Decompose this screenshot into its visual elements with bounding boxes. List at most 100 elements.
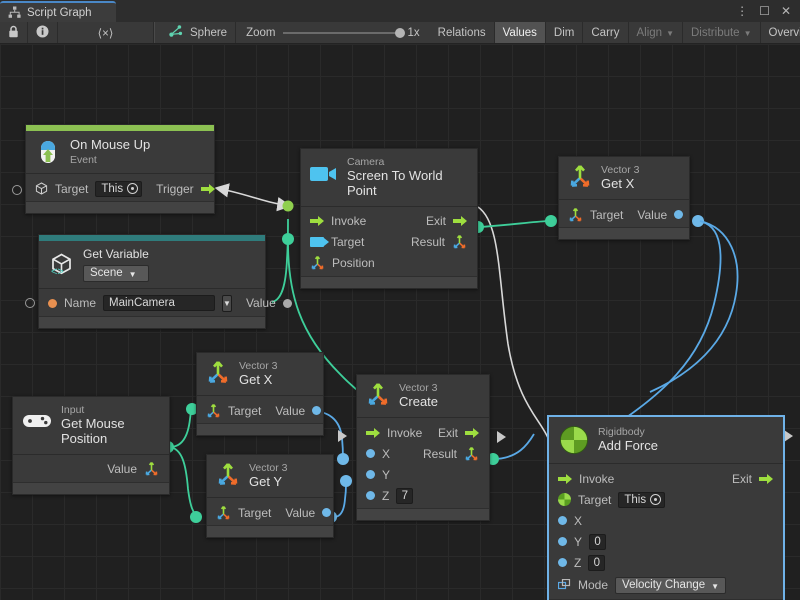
toolbar-label-overview: Overview bbox=[769, 27, 800, 39]
z-value-field[interactable]: 7 bbox=[396, 488, 413, 504]
edge-port-green-4 bbox=[545, 215, 557, 227]
toolbar-button-carry[interactable]: Carry bbox=[583, 22, 628, 43]
port-row-target[interactable]: Target Value bbox=[197, 400, 323, 421]
port-row-target[interactable]: Target Value bbox=[559, 204, 689, 225]
port-row-z[interactable]: Z 0 bbox=[549, 552, 783, 573]
vector3-port-icon bbox=[464, 447, 479, 461]
port-row-position[interactable]: Position bbox=[301, 253, 477, 274]
floating-port-target[interactable] bbox=[12, 185, 22, 195]
close-icon[interactable]: ✕ bbox=[781, 5, 791, 17]
zoom-control[interactable]: Zoom 1x bbox=[236, 22, 430, 43]
chevron-down-icon: ▼ bbox=[744, 29, 752, 38]
node-vector3-get-x-top[interactable]: Vector 3 Get X Target Value bbox=[558, 156, 690, 240]
maximize-icon[interactable]: ☐ bbox=[759, 5, 770, 17]
port-row-target[interactable]: Target Result bbox=[301, 232, 477, 253]
target-value-field[interactable]: This bbox=[618, 492, 665, 508]
graph-object-button[interactable]: Sphere bbox=[154, 22, 236, 43]
node-camera-screen-to-world-point[interactable]: Camera Screen To World Point Invoke Exit bbox=[300, 148, 478, 289]
y-value-field[interactable]: 0 bbox=[589, 534, 606, 550]
zoom-slider[interactable] bbox=[283, 32, 401, 34]
port-dot-x[interactable] bbox=[558, 516, 567, 525]
node-vector3-create[interactable]: Vector 3 Create Invoke Exit bbox=[356, 374, 490, 521]
mode-dropdown[interactable]: Velocity Change ▼ bbox=[615, 577, 726, 594]
port-dot-y[interactable] bbox=[558, 537, 567, 546]
port-dot-x[interactable] bbox=[366, 449, 375, 458]
port-dot-z[interactable] bbox=[558, 558, 567, 567]
toolbar-button-align[interactable]: Align ▼ bbox=[629, 22, 684, 43]
port-dot-value[interactable] bbox=[674, 210, 683, 219]
port-label-value: Value bbox=[107, 462, 137, 476]
port-row-mode[interactable]: Mode Velocity Change ▼ bbox=[549, 573, 783, 597]
toolbar-button-relations[interactable]: Relations bbox=[430, 22, 495, 43]
lock-button[interactable] bbox=[0, 22, 28, 43]
variable-name-dropdown-button[interactable]: ▼ bbox=[222, 295, 232, 312]
port-row-target[interactable]: Target This bbox=[549, 489, 783, 510]
node-subtitle: Vector 3 bbox=[601, 164, 640, 176]
node-body: Name MainCamera ▼ Value bbox=[39, 289, 265, 316]
kebab-menu-icon[interactable]: ⋮ bbox=[736, 5, 748, 17]
node-subtitle: Rigidbody bbox=[598, 426, 658, 438]
variable-name-field[interactable]: MainCamera bbox=[103, 295, 215, 311]
port-row-value[interactable]: Value bbox=[13, 459, 169, 480]
edge-trigger-to-camera-invoke bbox=[216, 188, 290, 206]
node-vector3-get-x-mid[interactable]: Vector 3 Get X Target Value bbox=[196, 352, 324, 436]
node-on-mouse-up[interactable]: On Mouse Up Event Target This bbox=[25, 124, 215, 214]
port-row-target[interactable]: Target Value bbox=[207, 502, 333, 523]
port-label-mode: Mode bbox=[578, 578, 608, 592]
node-input-get-mouse-position[interactable]: Input Get Mouse Position Value bbox=[12, 396, 170, 495]
chevron-down-icon: ▼ bbox=[666, 29, 674, 38]
port-label-result: Result bbox=[423, 447, 457, 461]
graph-object-label: Sphere bbox=[190, 27, 227, 39]
node-header: Vector 3 Create bbox=[357, 375, 489, 418]
port-dot-value[interactable] bbox=[283, 299, 292, 308]
toolbar-button-values[interactable]: Values bbox=[495, 22, 546, 43]
port-row-x[interactable]: X bbox=[549, 510, 783, 531]
tab-script-graph[interactable]: Script Graph bbox=[0, 1, 116, 22]
vector3-port-icon bbox=[452, 235, 467, 249]
rigidbody-icon bbox=[559, 425, 589, 455]
graph-canvas[interactable]: On Mouse Up Event Target This bbox=[0, 44, 800, 600]
node-vector3-get-y[interactable]: Vector 3 Get Y Target Value bbox=[206, 454, 334, 538]
floating-port-name[interactable] bbox=[25, 298, 35, 308]
port-row-target[interactable]: Target This Trigger bbox=[26, 178, 214, 199]
port-dot-z[interactable] bbox=[366, 491, 375, 500]
node-header: Vector 3 Get Y bbox=[207, 455, 333, 498]
z-value-field[interactable]: 0 bbox=[588, 555, 605, 571]
port-row-y[interactable]: Y 0 bbox=[549, 531, 783, 552]
node-footer bbox=[197, 423, 323, 435]
svg-text:<>: <> bbox=[51, 266, 64, 278]
node-rigidbody-add-force[interactable]: Rigidbody Add Force Invoke Exit bbox=[548, 416, 784, 600]
toolbar-button-distribute[interactable]: Distribute ▼ bbox=[683, 22, 761, 43]
target-picker-icon[interactable] bbox=[127, 183, 138, 194]
edge-getvariable-to-camera-target bbox=[272, 219, 288, 302]
node-body: Invoke Exit Target Result bbox=[301, 207, 477, 276]
node-title: Add Force bbox=[598, 439, 658, 454]
port-dot-value[interactable] bbox=[322, 508, 331, 517]
port-row-invoke[interactable]: Invoke Exit bbox=[301, 211, 477, 232]
node-footer bbox=[13, 482, 169, 494]
node-get-variable[interactable]: <> Get Variable Scene ▼ Name MainCamera … bbox=[38, 234, 266, 329]
node-titles: Vector 3 Get Y bbox=[249, 462, 288, 490]
code-view-button[interactable]: ⟨×⟩ bbox=[58, 22, 154, 43]
port-dot-name[interactable] bbox=[48, 299, 57, 308]
port-row-y[interactable]: Y bbox=[357, 464, 489, 485]
port-dot-y[interactable] bbox=[366, 470, 375, 479]
vector3-icon bbox=[206, 361, 230, 387]
info-button[interactable] bbox=[28, 22, 58, 43]
port-label-invoke: Invoke bbox=[387, 426, 422, 440]
port-row-z[interactable]: Z 7 bbox=[357, 485, 489, 506]
toolbar-button-dim[interactable]: Dim bbox=[546, 22, 583, 43]
port-row-invoke[interactable]: Invoke Exit bbox=[549, 468, 783, 489]
target-value-text: This bbox=[624, 493, 646, 507]
port-label-exit: Exit bbox=[732, 472, 752, 486]
target-picker-icon[interactable] bbox=[650, 494, 661, 505]
port-label-target: Target bbox=[590, 208, 623, 222]
toolbar-button-overview[interactable]: Overview bbox=[761, 22, 800, 43]
port-row-x[interactable]: X Result bbox=[357, 443, 489, 464]
port-dot-value[interactable] bbox=[312, 406, 321, 415]
target-value-field[interactable]: This bbox=[95, 181, 142, 197]
variable-scope-dropdown[interactable]: Scene ▼ bbox=[83, 265, 149, 282]
node-header: Vector 3 Get X bbox=[559, 157, 689, 200]
port-row-name[interactable]: Name MainCamera ▼ Value bbox=[39, 293, 265, 314]
port-row-invoke[interactable]: Invoke Exit bbox=[357, 422, 489, 443]
